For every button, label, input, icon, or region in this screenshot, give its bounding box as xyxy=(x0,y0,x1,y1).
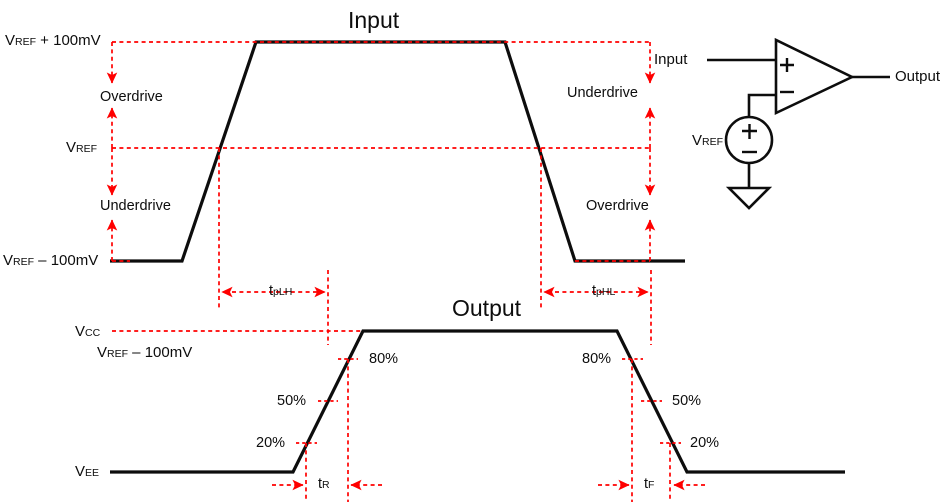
label-v-ref-plus-100mv: VREF + 100mV xyxy=(5,33,101,48)
circuit-input-label: Input xyxy=(654,51,688,68)
v-tail: – 100mV xyxy=(128,344,193,361)
label-pct-80-falling: 80% xyxy=(582,351,612,367)
t-f-droplines xyxy=(631,359,671,502)
v-tail: – 100mV xyxy=(34,252,99,269)
t-r-droplines xyxy=(305,359,349,502)
t-base: t xyxy=(269,283,274,299)
source-plus-glyph xyxy=(742,124,757,139)
t-subscript: F xyxy=(648,479,655,491)
t-subscript: pLH xyxy=(273,286,293,298)
v-base: V xyxy=(66,139,77,156)
label-pct-80-rising: 80% xyxy=(369,351,399,367)
t-base: t xyxy=(592,283,597,299)
v-base: V xyxy=(75,463,86,480)
input-title: Input xyxy=(348,7,400,33)
v-subscript: CC xyxy=(85,327,101,339)
v-subscript: REF xyxy=(76,143,98,155)
v-subscript: REF xyxy=(15,36,37,48)
label-pct-50-falling: 50% xyxy=(672,393,702,409)
input-waveform xyxy=(110,40,685,263)
label-v-ref-minus-100mv: VREF – 100mV xyxy=(3,253,98,268)
label-pct-50-rising: 50% xyxy=(277,393,307,409)
label-t-f: tF xyxy=(644,477,654,492)
v-base: V xyxy=(3,252,14,269)
input-right-measure-column xyxy=(575,42,656,262)
opamp-plus-glyph xyxy=(780,58,794,72)
opamp-terminal-glyphs xyxy=(742,58,794,154)
t-subscript: R xyxy=(322,479,330,491)
label-v-ee: VEE xyxy=(75,464,99,479)
label-v-ref-minus-100mv-output: VREF – 100mV xyxy=(97,345,192,360)
input-level-guides xyxy=(112,41,650,262)
t-phl-measure xyxy=(543,270,652,345)
annotation-underdrive-left: Underdrive xyxy=(100,198,171,214)
label-v-ref: VREF xyxy=(66,140,97,155)
v-base: V xyxy=(5,32,16,49)
v-subscript: REF xyxy=(702,136,724,148)
ground-symbol xyxy=(725,186,773,210)
t-plh-measure xyxy=(221,270,329,345)
v-subscript: EE xyxy=(85,467,100,479)
t-subscript: pHL xyxy=(596,286,616,298)
opamp-inverting-input-wire xyxy=(747,93,776,117)
opamp-triangle-symbol xyxy=(774,37,856,116)
label-t-phl: tpHL xyxy=(592,284,615,299)
label-t-r: tR xyxy=(318,477,330,492)
label-pct-20-rising: 20% xyxy=(256,435,286,451)
output-waveform xyxy=(110,329,845,474)
v-base: V xyxy=(97,344,108,361)
label-pct-20-falling: 20% xyxy=(690,435,720,451)
annotation-overdrive-right: Overdrive xyxy=(586,198,649,214)
output-title: Output xyxy=(452,295,522,321)
label-v-cc: VCC xyxy=(75,324,100,339)
threshold-crossing-droplines xyxy=(218,148,542,310)
circuit-vref-label: VREF xyxy=(692,133,723,148)
annotation-underdrive-right: Underdrive xyxy=(567,85,638,101)
v-base: V xyxy=(692,132,703,149)
comparator-circuit xyxy=(707,37,890,210)
circuit-output-label: Output xyxy=(895,68,941,85)
v-subscript: REF xyxy=(13,256,35,268)
t-base: t xyxy=(318,476,323,492)
annotation-overdrive-left: Overdrive xyxy=(100,89,163,105)
label-t-plh: tpLH xyxy=(269,284,292,299)
t-base: t xyxy=(644,476,649,492)
v-tail: + 100mV xyxy=(36,32,101,49)
vref-source-circle xyxy=(724,115,774,165)
v-subscript: REF xyxy=(107,348,129,360)
v-base: V xyxy=(75,323,86,340)
